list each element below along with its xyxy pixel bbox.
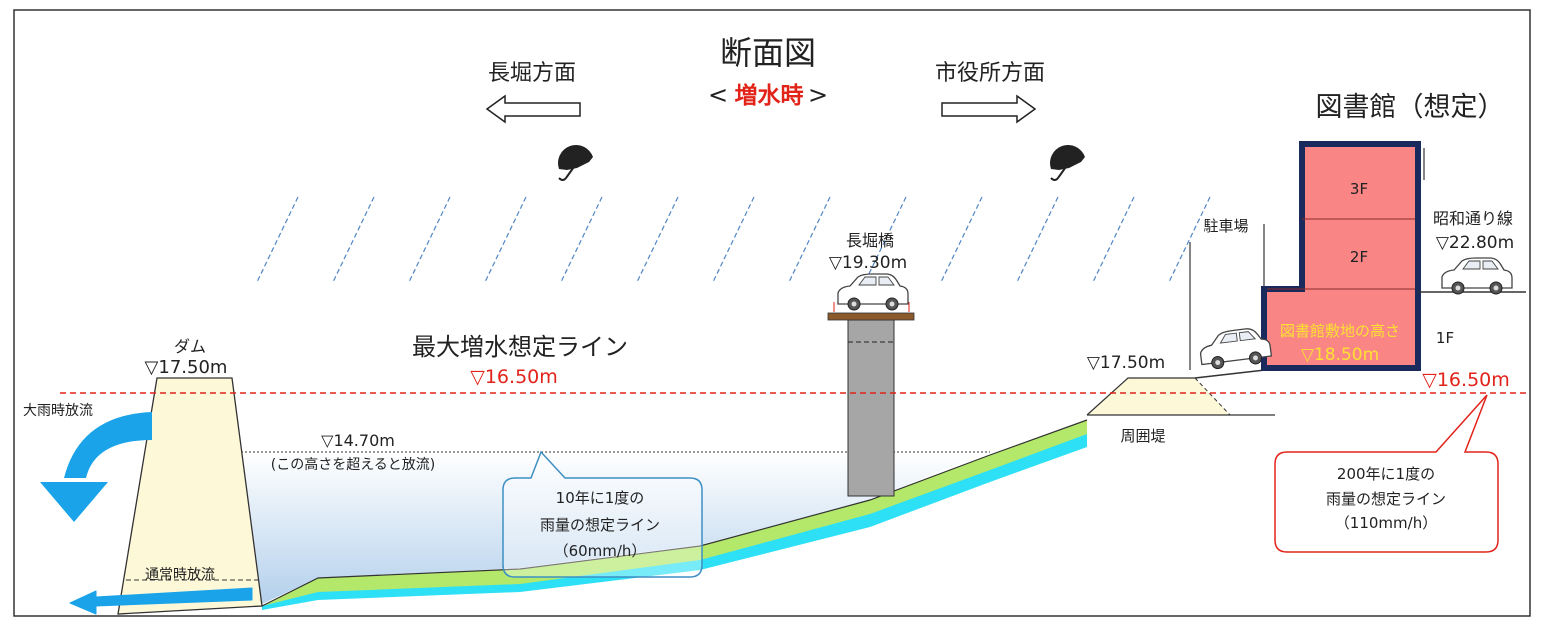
max-flood-line-level: ▽16.50m [470, 366, 558, 388]
callout-200yr-line-2: 雨量の想定ライン [1326, 490, 1446, 508]
callout-10yr-line-2: 雨量の想定ライン [540, 516, 660, 534]
callout-10yr-line-1: 10年に1度の [556, 489, 645, 507]
diagram-title: 断面図 [720, 34, 816, 72]
subtitle-bracket-left: < [708, 81, 728, 109]
bridge-pillar [847, 319, 895, 497]
callout-10yr-line-3: （60mm/h） [554, 542, 647, 560]
bridge-level: ▽19.30m [829, 253, 907, 273]
library-floor-2f: 2F [1350, 248, 1368, 266]
parking-slope [1194, 369, 1266, 379]
library-floor-3f: 3F [1350, 180, 1368, 198]
library-floor-1f: 1F [1436, 329, 1454, 347]
parking-label: 駐車場 [1203, 217, 1248, 235]
subtitle-bracket-right: > [808, 81, 828, 109]
dam-level: ▽17.50m [145, 357, 228, 378]
road-level: ▽22.80m [1436, 233, 1514, 253]
levee-name: 周囲堤 [1120, 427, 1165, 445]
heavy-rain-release-arrow [40, 412, 152, 522]
library-site-height-label: 図書館敷地の高さ [1280, 322, 1400, 340]
car-icon-road [1441, 257, 1513, 295]
max-flood-line-label: 最大増水想定ライン [412, 333, 628, 361]
normal-water-level: ▽14.70m [321, 431, 395, 450]
normal-release-label: 通常時放流 [145, 567, 215, 583]
heavy-release-label: 大雨時放流 [23, 403, 93, 419]
outer-frame [13, 9, 1531, 617]
rain-streaks [256, 196, 1211, 283]
car-icon-parking [1199, 328, 1273, 370]
library-site-height-value: ▽18.50m [1301, 345, 1379, 365]
dam-name: ダム [174, 337, 206, 356]
subtitle-flood-time: 増水時 [735, 82, 804, 109]
umbrella-icon [1049, 144, 1085, 181]
bridge-deck [827, 312, 915, 321]
road-name: 昭和通り線 [1433, 209, 1513, 228]
callout-200yr [1274, 394, 1499, 553]
callout-200yr-line-3: （110mm/h） [1335, 514, 1437, 532]
bridge-name: 長堀橋 [846, 231, 894, 250]
umbrella-icon [557, 144, 593, 181]
car-icon-bridge [837, 273, 909, 311]
normal-release-arrow [69, 587, 253, 615]
grass-outline [261, 419, 1088, 607]
grass-slope [262, 420, 1087, 606]
dam-structure [117, 377, 263, 615]
reservoir-water [232, 453, 985, 604]
arrow-left-icon [485, 94, 581, 124]
direction-right-label: 市役所方面 [935, 61, 1045, 86]
levee [1087, 378, 1230, 415]
levee-level: ▽17.50m [1087, 353, 1165, 373]
normal-water-note: (この高さを超えると放流) [271, 456, 436, 473]
library-title: 図書館（想定） [1316, 92, 1505, 123]
callout-10yr [502, 450, 703, 578]
arrow-right-icon [941, 94, 1037, 124]
cyan-layer [262, 420, 1087, 610]
callout-200yr-line-1: 200年に1度の [1337, 465, 1435, 483]
right-flood-level: ▽16.50m [1422, 369, 1510, 391]
direction-left-label: 長堀方面 [488, 61, 576, 86]
